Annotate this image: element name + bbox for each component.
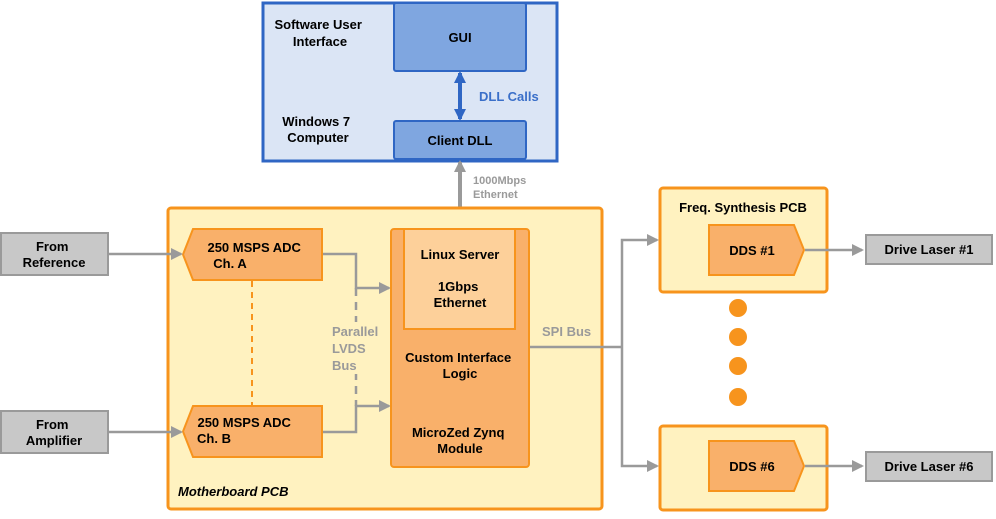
spi-bus-label: SPI Bus bbox=[542, 324, 591, 339]
dds-1-block bbox=[708, 224, 806, 276]
freq-synthesis-pcb-1: Freq. Synthesis PCB DDS #1 bbox=[658, 186, 829, 294]
svg-text:250 MSPS ADC Ch. B: 250 MSPS ADC Ch. B bbox=[197, 415, 295, 446]
lvds-label-bg bbox=[330, 322, 382, 374]
svg-text:From Reference: From Reference bbox=[23, 239, 86, 270]
ethernet-link-label: 1000Mbps Ethernet bbox=[473, 175, 529, 201]
input-amplifier: From Amplifier bbox=[0, 410, 109, 454]
computer-title: Software User Interface bbox=[274, 17, 365, 49]
gui-label: GUI bbox=[448, 30, 471, 45]
dds-6-block bbox=[708, 440, 806, 492]
adc-channel-a: 250 MSPS ADC Ch. A bbox=[181, 228, 323, 281]
ethernet-label: 1Gbps Ethernet bbox=[434, 279, 487, 310]
linux-server-block bbox=[403, 228, 516, 330]
microzed-module: Linux Server 1Gbps Ethernet Custom Inter… bbox=[390, 228, 530, 468]
dll-calls-label: DLL Calls bbox=[479, 89, 539, 104]
svg-text:From Amplifier: From Amplifier bbox=[26, 417, 82, 448]
svg-text:Drive Laser #6: Drive Laser #6 bbox=[885, 459, 974, 474]
svg-text:250 MSPS ADC Ch. A: 250 MSPS ADC Ch. A bbox=[207, 240, 304, 271]
computer-os-label: Windows 7 Computer bbox=[282, 114, 353, 145]
custom-logic-label: Custom Interface Logic bbox=[405, 350, 515, 381]
linux-server-label: Linux Server bbox=[421, 247, 500, 262]
dds-1-label: DDS #1 bbox=[729, 243, 775, 258]
svg-text:Drive Laser #1: Drive Laser #1 bbox=[885, 242, 974, 257]
dds-6-label: DDS #6 bbox=[729, 459, 775, 474]
adc-b-bus-arrow bbox=[323, 400, 391, 434]
freq-synthesis-label: Freq. Synthesis PCB bbox=[679, 200, 807, 215]
lvds-bus-label: Parallel LVDS Bus bbox=[332, 324, 382, 373]
adc-a-bus-arrow bbox=[323, 252, 391, 294]
client-dll-label: Client DLL bbox=[428, 133, 493, 148]
ellipsis-dots bbox=[729, 299, 747, 406]
motherboard-label: Motherboard PCB bbox=[178, 484, 289, 499]
input-reference: From Reference bbox=[0, 232, 109, 276]
adc-channel-b: 250 MSPS ADC Ch. B bbox=[181, 405, 323, 458]
output-laser-1: Drive Laser #1 bbox=[865, 234, 993, 265]
client-dll-block: Client DLL bbox=[393, 120, 527, 160]
output-laser-6: Drive Laser #6 bbox=[865, 451, 993, 482]
microzed-label: MicroZed Zynq Module bbox=[412, 425, 508, 456]
spi-to-synth1-arrow bbox=[620, 234, 659, 347]
freq-synthesis-pcb-6: DDS #6 bbox=[658, 424, 829, 512]
spi-to-synth6-arrow bbox=[620, 347, 659, 472]
gui-block: GUI bbox=[393, 2, 527, 72]
